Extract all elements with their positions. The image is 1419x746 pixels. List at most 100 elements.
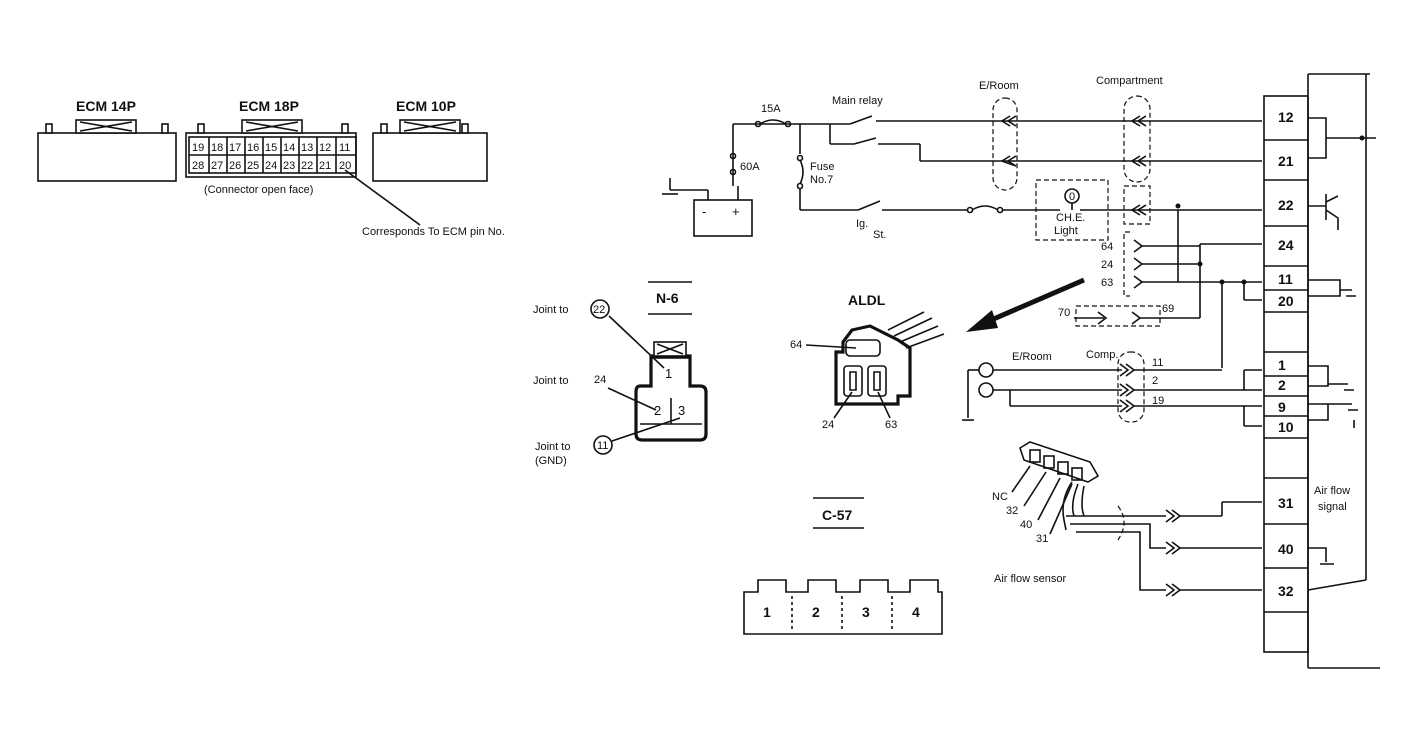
c57-pin-3: 3 — [862, 604, 870, 620]
pin-11: 11 — [339, 142, 350, 154]
e-room2-label: E/Room — [1012, 351, 1052, 363]
connector-ovals: E/Room Compartment — [979, 75, 1262, 225]
aldl-pin-64: 64 — [790, 339, 802, 351]
fuse-15a-label: 15A — [761, 103, 781, 115]
aldl-harness: 64 24 63 70 69 — [1058, 231, 1262, 368]
aldl-pin-24: 24 — [822, 419, 834, 431]
sensor-harness: E/Room Comp. 11 2 19 — [962, 349, 1262, 427]
che-label: CH.E. — [1056, 212, 1085, 224]
open-face-note: (Connector open face) — [204, 184, 313, 196]
aldl-title: ALDL — [848, 292, 886, 308]
ecm-terminal-31: 31 — [1278, 495, 1294, 511]
pin-28: 28 — [192, 160, 204, 172]
n6-pin-1: 1 — [665, 366, 672, 381]
ecm-10p-label: ECM 10P — [396, 98, 456, 114]
pin-14: 14 — [283, 142, 295, 154]
e-room-label: E/Room — [979, 80, 1019, 92]
pointer-arrow — [966, 277, 1085, 332]
sensor-nc: NC — [992, 491, 1008, 503]
n6-connector: N-6 1 2 3 Joint to 22 Joint to 24 Joint … — [533, 281, 708, 467]
fuse-no7-label: Fuse — [810, 161, 834, 173]
sensor-40: 40 — [1020, 519, 1032, 531]
pin-27: 27 — [211, 160, 223, 172]
circled-22: 22 — [593, 304, 605, 316]
ecm-18p-label: ECM 18P — [239, 98, 299, 114]
pin-13: 13 — [301, 142, 313, 154]
ecm-terminal-20: 20 — [1278, 293, 1294, 309]
pin-24: 24 — [265, 160, 277, 172]
ecm-terminal-32: 32 — [1278, 583, 1294, 599]
pin-26: 26 — [229, 160, 241, 172]
joint-to-label: Joint to — [533, 304, 568, 316]
comp-11: 11 — [1152, 357, 1163, 369]
sensor-32: 32 — [1006, 505, 1018, 517]
svg-text:+: + — [732, 204, 740, 219]
ecm-terminal-22: 22 — [1278, 197, 1294, 213]
main-relay-label: Main relay — [832, 95, 883, 107]
joint-to-label: Joint to — [533, 375, 568, 387]
sensor-31: 31 — [1036, 533, 1048, 545]
ecm-terminal-1: 1 — [1278, 357, 1286, 373]
air-flow-sensor-label: Air flow sensor — [994, 573, 1066, 585]
c57-pin-4: 4 — [912, 604, 920, 620]
ecm-terminal-12: 12 — [1278, 109, 1294, 125]
ecm-terminal-2: 2 — [1278, 377, 1286, 393]
comp-2: 2 — [1152, 375, 1158, 387]
c57-connector: C-57 1 2 3 4 — [743, 497, 943, 635]
pin-25: 25 — [247, 160, 259, 172]
ecm-18p-connector: ECM 18P 19 18 17 16 15 14 13 12 11 28 27… — [185, 98, 505, 238]
pin-19: 19 — [192, 142, 204, 154]
pin-20: 20 — [339, 160, 351, 172]
ecm-terminal-11: 11 — [1278, 271, 1293, 287]
pin-23: 23 — [283, 160, 295, 172]
pin-15: 15 — [265, 142, 277, 154]
power-circuit: - + 60A 15A Main relay Fuse No. — [662, 95, 1262, 282]
c57-pin-2: 2 — [812, 604, 820, 620]
pin-12: 12 — [319, 142, 331, 154]
ecm-terminal-strip: 12 21 22 24 11 20 1 2 9 10 31 40 32 Air … — [1263, 73, 1380, 669]
pin-18: 18 — [211, 142, 223, 154]
n6-title: N-6 — [656, 290, 679, 306]
aldl-pin-63: 63 — [885, 419, 897, 431]
ecm-14p-label: ECM 14P — [76, 98, 136, 114]
ig-label: Ig. — [856, 218, 868, 230]
ecm-terminal-10: 10 — [1278, 419, 1294, 435]
air-flow-signal-sub: signal — [1318, 501, 1347, 513]
che-light-label: Light — [1054, 225, 1078, 237]
ecm-terminal-24: 24 — [1278, 237, 1294, 253]
harness-63: 63 — [1101, 277, 1113, 289]
ecm-terminal-9: 9 — [1278, 399, 1286, 415]
comp-19: 19 — [1152, 395, 1164, 407]
fuse-60a-label: 60A — [740, 161, 760, 173]
harness-64: 64 — [1101, 241, 1113, 253]
compartment-label: Compartment — [1096, 75, 1163, 87]
connector-69: 69 — [1162, 303, 1174, 315]
connector-70: 70 — [1058, 307, 1070, 319]
air-flow-sensor: NC 32 40 31 Air flow sensor — [992, 441, 1262, 597]
n6-pin-2: 2 — [654, 403, 661, 418]
che-light-icon: 0 — [1069, 191, 1075, 203]
harness-24: 24 — [1101, 259, 1113, 271]
circled-11: 11 — [597, 440, 608, 452]
pin-16: 16 — [247, 142, 259, 154]
joint-to-label: Joint to — [535, 441, 570, 453]
pin-21: 21 — [319, 160, 331, 172]
pin-17: 17 — [229, 142, 241, 154]
air-flow-signal-label: Air flow — [1314, 485, 1350, 497]
pin-22: 22 — [301, 160, 313, 172]
n6-pin-3: 3 — [678, 403, 685, 418]
comp-label: Comp. — [1086, 349, 1118, 361]
ecm-14p-connector: ECM 14P — [37, 98, 177, 182]
svg-text:-: - — [702, 204, 706, 219]
pin-correspond-note: Corresponds To ECM pin No. — [362, 226, 505, 238]
ecm-terminal-21: 21 — [1278, 153, 1294, 169]
gnd-label: (GND) — [535, 455, 567, 467]
joint-24: 24 — [594, 374, 606, 386]
battery-icon — [693, 199, 753, 237]
st-label: St. — [873, 229, 886, 241]
c57-pin-1: 1 — [763, 604, 771, 620]
fuse-no7-number: No.7 — [810, 174, 833, 186]
c57-title: C-57 — [822, 507, 853, 523]
ecm-10p-connector: ECM 10P — [372, 98, 488, 182]
